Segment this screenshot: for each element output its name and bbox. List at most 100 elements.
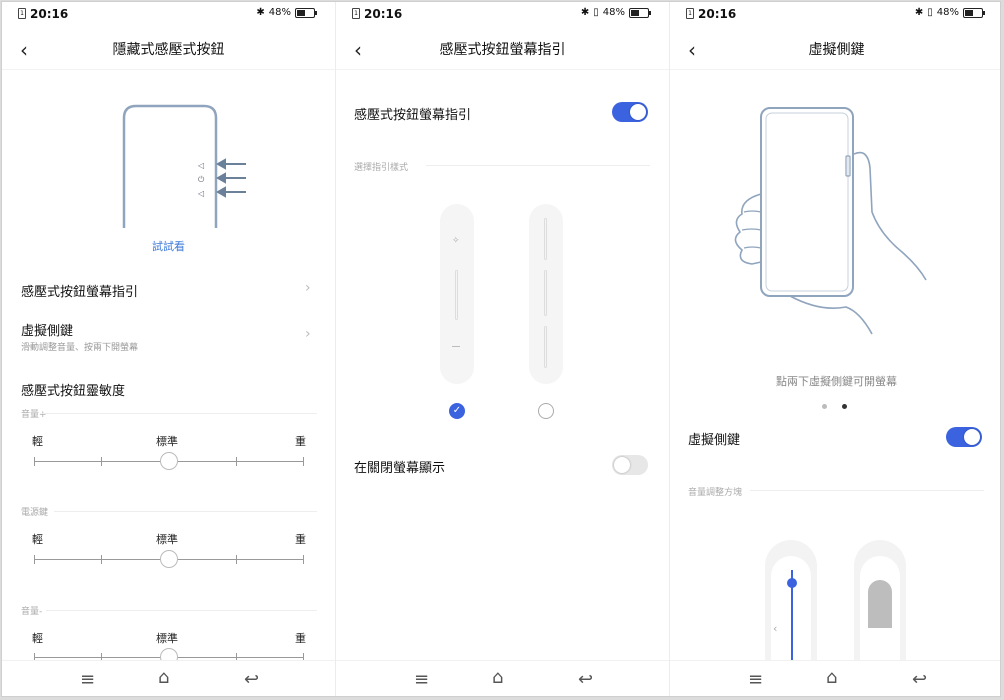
style-a-radio-checked-icon[interactable]: ✓ — [449, 403, 465, 419]
guide-bar — [544, 270, 547, 316]
carousel-dot-active[interactable] — [842, 404, 847, 409]
slider-high-label: 重 — [295, 533, 306, 546]
slider-low-label: 輕 — [32, 435, 43, 448]
slider-tick — [303, 555, 304, 564]
home-icon[interactable]: ⌂ — [492, 667, 504, 688]
virtual-side-key-label: 虛擬側鍵 — [21, 324, 74, 339]
status-time: 20:16 — [364, 7, 403, 21]
guide-bar — [544, 218, 547, 260]
slider-volume-up[interactable] — [34, 447, 304, 477]
phone-side-buttons-illustration: ◁ ⏻ ◁ — [122, 104, 246, 228]
volume-level-line — [791, 570, 793, 670]
panel-virtual-side-key: 1 20:16 ✱ ▯ 48% ‹ 虛擬側鍵 點兩下虛擬側鍵可開螢幕 — [670, 2, 1001, 696]
battery-percent: 48% — [936, 7, 959, 18]
slider-tick — [236, 457, 237, 466]
volume-block-option-a[interactable]: ‹ — [765, 540, 817, 670]
back-chevron-icon[interactable]: ‹ — [20, 38, 28, 62]
sensitivity-title: 感壓式按鈕靈敏度 — [21, 384, 126, 399]
slider-high-label: 重 — [295, 435, 306, 448]
screen-off-toggle[interactable] — [612, 455, 648, 475]
try-it-link[interactable]: 試試看 — [152, 240, 185, 253]
screen-off-label: 在關閉螢幕顯示 — [354, 461, 446, 476]
status-bar: 1 20:16 ✱ ▯ 48% — [670, 2, 1000, 26]
battery-icon — [629, 7, 651, 18]
menu-icon[interactable]: ≡ — [748, 669, 764, 690]
battery-percent: 48% — [268, 7, 291, 18]
guide-bar — [455, 270, 458, 320]
chevron-right-icon: › — [305, 280, 311, 296]
status-time: 20:16 — [30, 7, 69, 21]
menu-icon[interactable]: ≡ — [414, 669, 430, 690]
back-chevron-icon[interactable]: ‹ — [688, 38, 696, 62]
panel-pressure-button-guide: 1 20:16 ✱ ▯ 48% ‹ 感壓式按鈕螢幕指引 感壓式按鈕螢幕指引 選擇… — [336, 2, 669, 696]
page-title: 感壓式按鈕螢幕指引 — [439, 42, 566, 58]
guide-row[interactable]: 感壓式按鈕螢幕指引 › — [2, 272, 335, 308]
status-bar: 1 20:16 ✱ ▯ 48% — [336, 2, 669, 26]
virtual-side-key-row[interactable]: 虛擬側鍵 滑動調整音量、按兩下開螢幕 › — [2, 314, 335, 356]
status-time: 20:16 — [698, 7, 737, 21]
slider-thumb[interactable] — [159, 550, 178, 568]
toggle-knob — [964, 429, 980, 445]
page-title: 隱藏式感壓式按鈕 — [112, 42, 225, 58]
slider-volume-up-name: 音量+ — [21, 410, 47, 420]
section-divider — [750, 490, 984, 491]
scrollbar[interactable] — [1000, 240, 1001, 276]
back-arrow-icon[interactable]: ↩ — [912, 669, 928, 690]
slider-volume-down-name: 音量- — [21, 607, 43, 617]
slider-tick — [101, 555, 102, 564]
sim-icon: 1 — [686, 8, 694, 19]
hand-holding-phone-illustration — [734, 107, 927, 335]
home-icon[interactable]: ⌂ — [158, 667, 170, 688]
chevron-left-icon: ‹ — [773, 622, 778, 635]
volume-level-thumb[interactable] — [787, 578, 797, 588]
sim-icon: 1 — [18, 8, 26, 19]
guide-style-option-b[interactable] — [529, 204, 563, 384]
slider-mid-label: 標準 — [156, 435, 178, 448]
slider-tick — [303, 457, 304, 466]
back-chevron-icon[interactable]: ‹ — [354, 38, 362, 62]
page-header: ‹ 虛擬側鍵 — [670, 26, 1000, 70]
status-bar: 1 20:16 ✱ 48% — [2, 2, 335, 26]
volume-block-option-b[interactable] — [854, 540, 906, 670]
double-tap-caption: 點兩下虛擬側鍵可開螢幕 — [776, 375, 897, 388]
svg-text:◁: ◁ — [197, 189, 204, 198]
bluetooth-icon: ✱ — [914, 7, 924, 18]
slider-low-label: 輕 — [32, 533, 43, 546]
bluetooth-icon: ✱ — [256, 7, 265, 18]
slider-power[interactable] — [34, 545, 304, 575]
section-divider — [46, 610, 317, 611]
vibrate-icon: ▯ — [927, 7, 933, 18]
toggle-knob — [630, 104, 646, 120]
carousel-dot[interactable] — [822, 404, 827, 409]
slider-high-label: 重 — [295, 632, 306, 645]
volume-block-fill — [868, 580, 892, 628]
guide-toggle-label: 感壓式按鈕螢幕指引 — [354, 108, 472, 123]
battery-percent: 48% — [602, 7, 625, 18]
page-header: ‹ 感壓式按鈕螢幕指引 — [336, 26, 669, 70]
section-divider — [42, 413, 317, 414]
slider-thumb[interactable] — [159, 452, 178, 470]
panel-divider — [669, 2, 670, 696]
battery-icon — [963, 7, 985, 18]
header-divider — [336, 69, 669, 70]
virtual-side-key-toggle-label: 虛擬側鍵 — [688, 433, 741, 448]
svg-text:◁: ◁ — [197, 161, 204, 170]
virtual-side-key-desc: 滑動調整音量、按兩下開螢幕 — [21, 343, 139, 353]
guide-style-label: 選擇指引樣式 — [354, 163, 409, 173]
back-arrow-icon[interactable]: ↩ — [244, 669, 260, 690]
style-b-radio[interactable] — [538, 403, 554, 419]
back-arrow-icon[interactable]: ↩ — [578, 669, 594, 690]
slider-low-label: 輕 — [32, 632, 43, 645]
guide-style-option-a[interactable]: ✧ — [440, 204, 474, 384]
slider-mid-label: 標準 — [156, 632, 178, 645]
bluetooth-icon: ✱ — [580, 7, 590, 18]
plus-icon: ✧ — [452, 236, 460, 246]
vibrate-icon: ▯ — [593, 7, 599, 18]
section-divider — [426, 165, 650, 166]
virtual-side-key-toggle[interactable] — [946, 427, 982, 447]
menu-icon[interactable]: ≡ — [80, 669, 96, 690]
slider-tick — [34, 457, 35, 466]
guide-toggle[interactable] — [612, 102, 648, 122]
home-icon[interactable]: ⌂ — [826, 667, 838, 688]
